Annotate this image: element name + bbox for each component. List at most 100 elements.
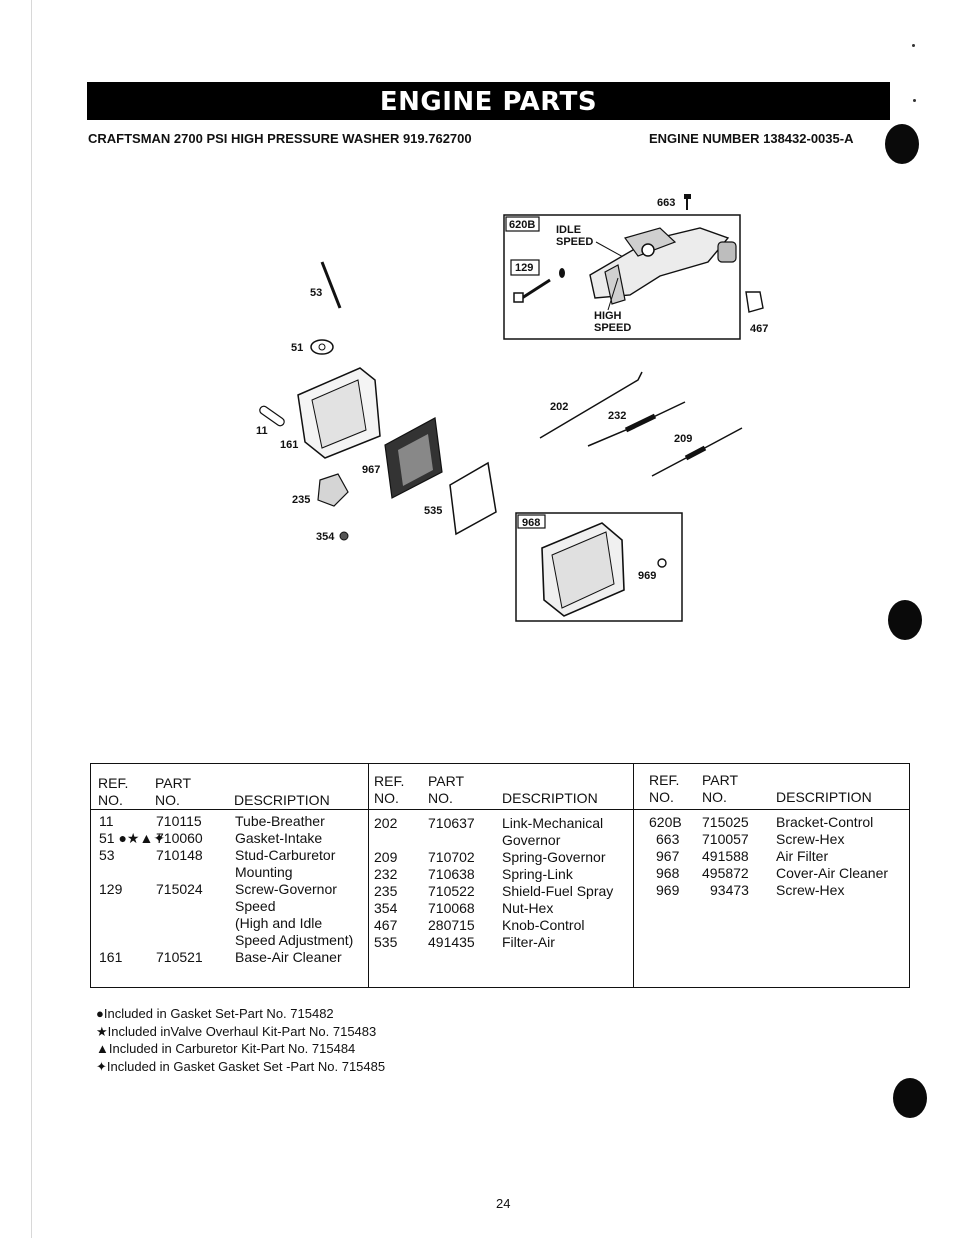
callout-354: 354 xyxy=(316,531,335,543)
screw-129-icon xyxy=(513,268,565,303)
page-number: 24 xyxy=(496,1196,511,1211)
leader-line xyxy=(595,241,626,259)
callout-235: 235 xyxy=(292,494,310,506)
header-no: NO. xyxy=(428,790,453,806)
spring-governor-209 xyxy=(651,427,743,477)
header-description: DESCRIPTION xyxy=(502,790,598,806)
footnote: ✦Included in Gasket Gasket Set -Part No.… xyxy=(96,1058,386,1074)
air-filter-967-icon xyxy=(384,417,443,499)
header-ref: REF. xyxy=(98,775,129,791)
footnote: ▲Included in Carburetor Kit-Part No. 715… xyxy=(96,1041,356,1056)
gasket-51-icon xyxy=(310,339,334,355)
table-row: Speed Adjustment) xyxy=(235,932,354,948)
speck xyxy=(913,99,916,102)
control-bracket-icon xyxy=(589,227,737,311)
filter-535-icon xyxy=(449,461,497,536)
table-row: Mounting xyxy=(235,864,293,880)
callout-232: 232 xyxy=(608,410,626,422)
punch-hole-top xyxy=(885,124,919,164)
header-no: NO. xyxy=(702,789,727,805)
nut-354-icon xyxy=(339,531,349,541)
screw-663-icon xyxy=(684,194,691,210)
callout-51: 51 xyxy=(291,342,303,354)
header-part: PART xyxy=(155,775,192,791)
callout-663: 663 xyxy=(657,197,675,209)
footnote: ★Included inValve Overhaul Kit-Part No. … xyxy=(96,1023,377,1039)
governor-inset-frame xyxy=(503,214,741,340)
spring-link-232 xyxy=(587,401,686,447)
fuel-shield-235-icon xyxy=(317,473,349,507)
punch-hole-bottom xyxy=(893,1078,927,1118)
callout-161: 161 xyxy=(280,439,298,451)
callout-969: 969 xyxy=(638,570,656,582)
model-heading: CRAFTSMAN 2700 PSI HIGH PRESSURE WASHER … xyxy=(88,131,472,146)
callout-209: 209 xyxy=(674,433,692,445)
stud-53-icon xyxy=(320,261,342,309)
callout-620b: 620B xyxy=(509,219,535,231)
callout-202: 202 xyxy=(550,401,568,413)
callout-467: 467 xyxy=(750,323,768,335)
callout-idle-speed: SPEED xyxy=(556,236,593,248)
header-description: DESCRIPTION xyxy=(776,789,872,805)
exploded-parts-diagram: 620B 663 IDLE SPEED 129 HIGH SPEED 467 5… xyxy=(256,194,768,622)
header-ref: REF. xyxy=(649,772,680,788)
callout-967: 967 xyxy=(362,464,380,476)
binder-line xyxy=(31,0,32,1238)
governor-link-202 xyxy=(539,371,643,439)
callout-53: 53 xyxy=(310,287,322,299)
screw-969-icon xyxy=(657,558,667,568)
header-part: PART xyxy=(428,773,465,789)
callout-idle: IDLE xyxy=(556,224,581,236)
callout-box-620b xyxy=(505,216,540,232)
callout-129: 129 xyxy=(515,262,533,274)
page-title: ENGINE PARTS xyxy=(87,82,890,120)
callout-high-speed: SPEED xyxy=(594,322,631,334)
speck xyxy=(912,44,915,47)
table-row: Governor xyxy=(502,832,561,848)
footnotes: ●Included in Gasket Set-Part No. 715482 … xyxy=(96,1005,385,1075)
air-cleaner-cover-968-icon xyxy=(541,522,625,617)
table-header: REF. PART NO. NO. DESCRIPTION xyxy=(369,764,634,810)
punch-hole-middle xyxy=(888,600,922,640)
header-no: NO. xyxy=(98,792,123,808)
engine-number-heading: ENGINE NUMBER 138432-0035-A xyxy=(649,131,854,146)
header-no: NO. xyxy=(155,792,180,808)
header-no: NO. xyxy=(649,789,674,805)
callout-535: 535 xyxy=(424,505,442,517)
callout-box-968 xyxy=(517,514,546,529)
breather-tube-11-icon xyxy=(259,405,285,427)
table-row: (High and Idle xyxy=(235,915,323,931)
table-row: Speed xyxy=(235,898,276,914)
callout-box-129 xyxy=(510,259,540,276)
header-no: NO. xyxy=(374,790,399,806)
header-description: DESCRIPTION xyxy=(234,792,330,808)
table-header: REF. PART NO. NO. DESCRIPTION xyxy=(634,764,909,810)
header-ref: REF. xyxy=(374,773,405,789)
header-part: PART xyxy=(702,772,739,788)
cover-inset-frame xyxy=(515,512,683,622)
